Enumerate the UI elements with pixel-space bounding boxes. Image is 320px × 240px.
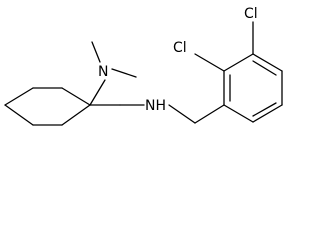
amine-linker: NH	[89, 98, 225, 124]
ring-bond	[61, 104, 91, 126]
c-cl-bond	[194, 53, 225, 72]
ring-bond	[223, 104, 254, 123]
ring-bond	[252, 53, 283, 72]
chlorine-label-3: Cl	[244, 6, 258, 22]
nh-ch2-bond	[168, 104, 196, 124]
double-bond	[252, 102, 277, 117]
ring-bond	[4, 87, 34, 106]
ch2-ring-bond	[194, 104, 225, 124]
structure-diagram: N NH Cl Cl	[4, 6, 283, 126]
ring-bond	[223, 53, 254, 72]
nitrogen-label: N	[98, 64, 108, 80]
benzene-ring	[223, 53, 283, 123]
ring-bond	[61, 87, 91, 106]
chlorine-substituents: Cl Cl	[173, 6, 258, 72]
nh-label: NH	[145, 98, 166, 114]
n-methyl-bond	[91, 41, 101, 63]
c-n-bond	[89, 79, 106, 106]
ring-bond	[252, 104, 283, 123]
n-methyl-bond	[111, 68, 137, 78]
dimethylamino-group: N	[89, 41, 137, 106]
chlorine-label-2: Cl	[173, 40, 187, 56]
ring-bond	[4, 104, 34, 126]
double-bond	[252, 60, 277, 76]
cyclohexane-ring	[4, 87, 91, 126]
